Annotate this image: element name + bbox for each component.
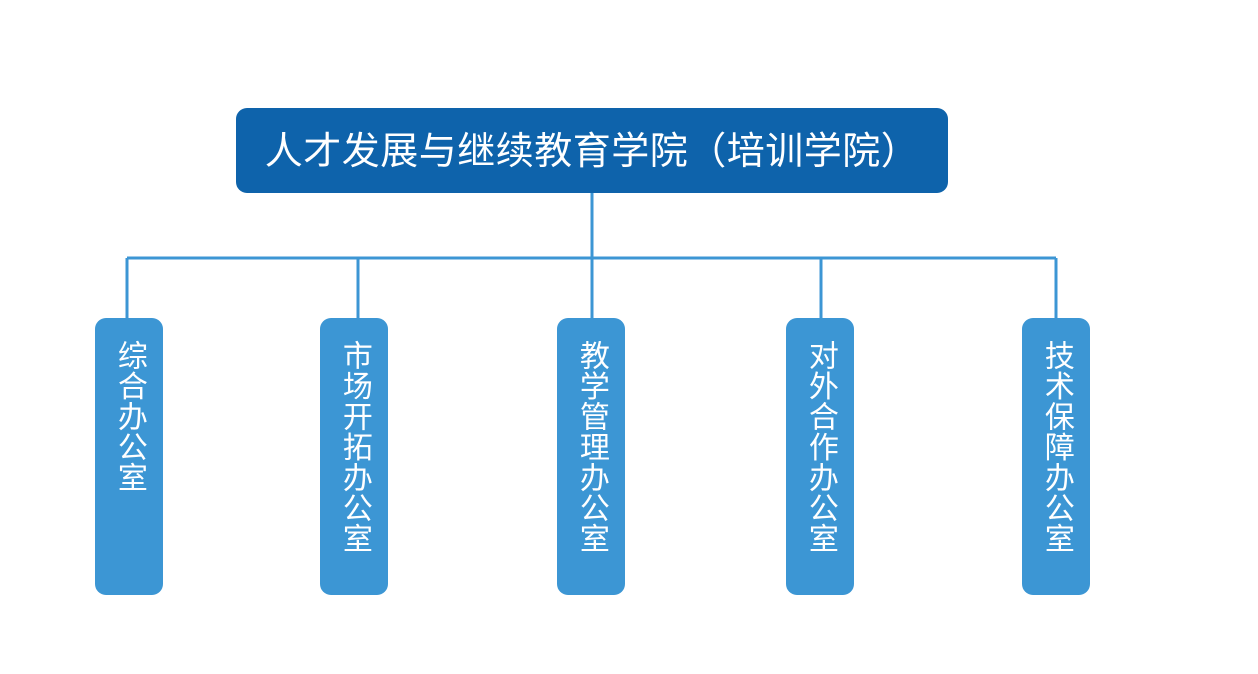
org-node-child-3-label: 教学管理办公室 [573,340,609,554]
org-node-child-2[interactable]: 市场开拓办公室 [320,318,388,595]
org-node-child-5[interactable]: 技术保障办公室 [1022,318,1090,595]
org-node-child-1-label: 综合办公室 [111,340,147,493]
org-node-root[interactable]: 人才发展与继续教育学院（培训学院） [236,108,948,193]
org-node-root-label: 人才发展与继续教育学院（培训学院） [264,128,920,173]
org-node-child-4[interactable]: 对外合作办公室 [786,318,854,595]
org-node-child-3[interactable]: 教学管理办公室 [557,318,625,595]
org-node-child-1[interactable]: 综合办公室 [95,318,163,595]
org-node-child-5-label: 技术保障办公室 [1038,340,1074,554]
org-node-child-2-label: 市场开拓办公室 [336,340,372,554]
org-node-child-4-label: 对外合作办公室 [802,340,838,554]
